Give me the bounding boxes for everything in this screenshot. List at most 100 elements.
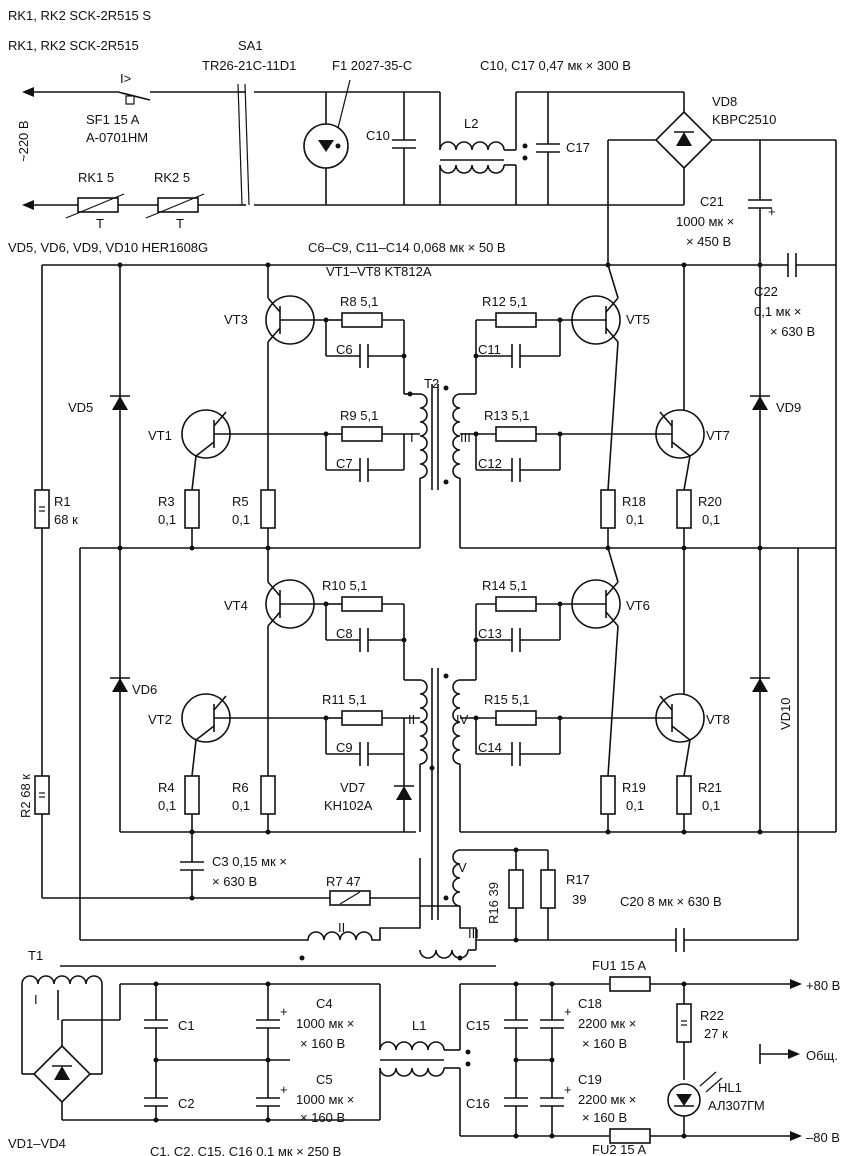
rk1-label: RK1 5 (78, 170, 114, 185)
c5-plus: + (280, 1082, 288, 1097)
c17-label: C17 (566, 140, 590, 155)
vd7-part-label: KH102A (324, 798, 373, 813)
t1-windings (60, 906, 496, 967)
rk1-t-label: T (96, 216, 104, 231)
r12-label: R12 5,1 (482, 294, 528, 309)
c20-label: C20 8 мк × 630 В (620, 894, 722, 909)
l2-choke (439, 91, 684, 205)
vt8-label: VT8 (706, 712, 730, 727)
c5-value-1: 1000 мк × (296, 1092, 354, 1107)
r21-value: 0,1 (702, 798, 720, 813)
left-transistor-stages (181, 265, 326, 777)
vd8-label: VD8 (712, 94, 737, 109)
c21-plus: + (768, 204, 776, 219)
r22-label: R22 (700, 1008, 724, 1023)
r3-value: 0,1 (158, 512, 176, 527)
vt2-label: VT2 (148, 712, 172, 727)
out-common-label: Общ. (806, 1048, 838, 1063)
r5-value: 0,1 (232, 512, 250, 527)
sf1-symbol: I> (120, 71, 131, 86)
c11-label: C11 (478, 342, 501, 357)
vd-spec-label: VD5, VD6, VD9, VD10 HER1608G (8, 240, 208, 255)
c19-label: C19 (578, 1072, 602, 1087)
cut-top-label: RK1, RK2 SCK-2R515 S (8, 8, 151, 23)
rk2-label: RK2 5 (154, 170, 190, 185)
out-minus-label: –80 В (806, 1130, 840, 1145)
r10-label: R10 5,1 (322, 578, 368, 593)
t2-winding-iii: III (460, 430, 471, 445)
vd6-label: VD6 (132, 682, 157, 697)
vd7-label: VD7 (340, 780, 365, 795)
c17-capacitor (536, 92, 560, 205)
sa1-part-label: TR26-21C-11D1 (202, 58, 296, 73)
r20-label: R20 (698, 494, 722, 509)
c3-value: × 630 В (212, 874, 257, 889)
r19-value: 0,1 (626, 798, 644, 813)
r16-label: R16 39 (486, 882, 501, 924)
c22-value-1: 0,1 мк × (754, 304, 802, 319)
c5-label: C5 (316, 1072, 333, 1087)
t2-label: T2 (424, 376, 439, 391)
t1-winding-ii: II (338, 920, 345, 935)
r22-value: 27 к (704, 1026, 728, 1041)
right-base-networks (460, 312, 563, 766)
r1-r2-resistors (34, 489, 50, 815)
c12-label: C12 (478, 456, 502, 471)
c-bottom-spec-label: C1, C2, C15, C16 0,1 мк × 250 В (150, 1144, 341, 1156)
c10-c17-label: C10, C17 0,47 мк × 300 В (480, 58, 631, 73)
freewheel-diodes (110, 395, 770, 692)
l2-label: L2 (464, 116, 478, 131)
c16-label: C16 (466, 1096, 490, 1111)
t2-winding-i: I (410, 430, 414, 445)
r17-label: R17 (566, 872, 590, 887)
c18-value-1: 2200 мк × (578, 1016, 636, 1031)
vd5-label: VD5 (68, 400, 93, 415)
c19-value-2: × 160 В (582, 1110, 627, 1125)
c4-value-1: 1000 мк × (296, 1016, 354, 1031)
l1-label: L1 (412, 1018, 426, 1033)
c10-capacitor (392, 91, 440, 205)
left-base-networks (323, 312, 420, 766)
main-rails (41, 253, 836, 940)
t1-winding-i: I (34, 992, 38, 1007)
t2-winding-v: V (458, 860, 467, 875)
r17-value: 39 (572, 892, 586, 907)
snubber-section (80, 548, 799, 952)
rk2-t-label: T (176, 216, 184, 231)
c15-label: C15 (466, 1018, 490, 1033)
c4-plus: + (280, 1004, 288, 1019)
r20-value: 0,1 (702, 512, 720, 527)
vt3-label: VT3 (224, 312, 248, 327)
sf1-label: SF1 15 A (86, 112, 140, 127)
r4-value: 0,1 (158, 798, 176, 813)
c18-value-2: × 160 В (582, 1036, 627, 1051)
c2-label: C2 (178, 1096, 195, 1111)
sa1-label: SA1 (238, 38, 263, 53)
c21-value-2: × 450 В (686, 234, 731, 249)
r6-label: R6 (232, 780, 249, 795)
t1-label: T1 (28, 948, 43, 963)
r1-value: 68 к (54, 512, 78, 527)
c8-label: C8 (336, 626, 353, 641)
vd8-part-label: KBPC2510 (712, 112, 776, 127)
vd7-diode (394, 754, 414, 832)
r13-label: R13 5,1 (484, 408, 530, 423)
c22-value-2: × 630 В (770, 324, 815, 339)
r2-label: R2 68 к (18, 774, 33, 818)
hl1-part-label: АЛ307ГМ (708, 1098, 765, 1113)
c5-value-2: × 160 В (300, 1110, 345, 1125)
vd9-label: VD9 (776, 400, 801, 415)
c6-label: C6 (336, 342, 353, 357)
c4-label: C4 (316, 996, 333, 1011)
c10-label: C10 (366, 128, 390, 143)
fu1-label: FU1 15 A (592, 958, 647, 973)
r19-label: R19 (622, 780, 646, 795)
r1-label: R1 (54, 494, 71, 509)
c21-value-1: 1000 мк × (676, 214, 734, 229)
r4-label: R4 (158, 780, 175, 795)
left-emitter-resistors (184, 489, 276, 832)
c19-value-1: 2200 мк × (578, 1092, 636, 1107)
t2-winding-ii: II (408, 712, 415, 727)
hl1-label: HL1 (718, 1080, 742, 1095)
